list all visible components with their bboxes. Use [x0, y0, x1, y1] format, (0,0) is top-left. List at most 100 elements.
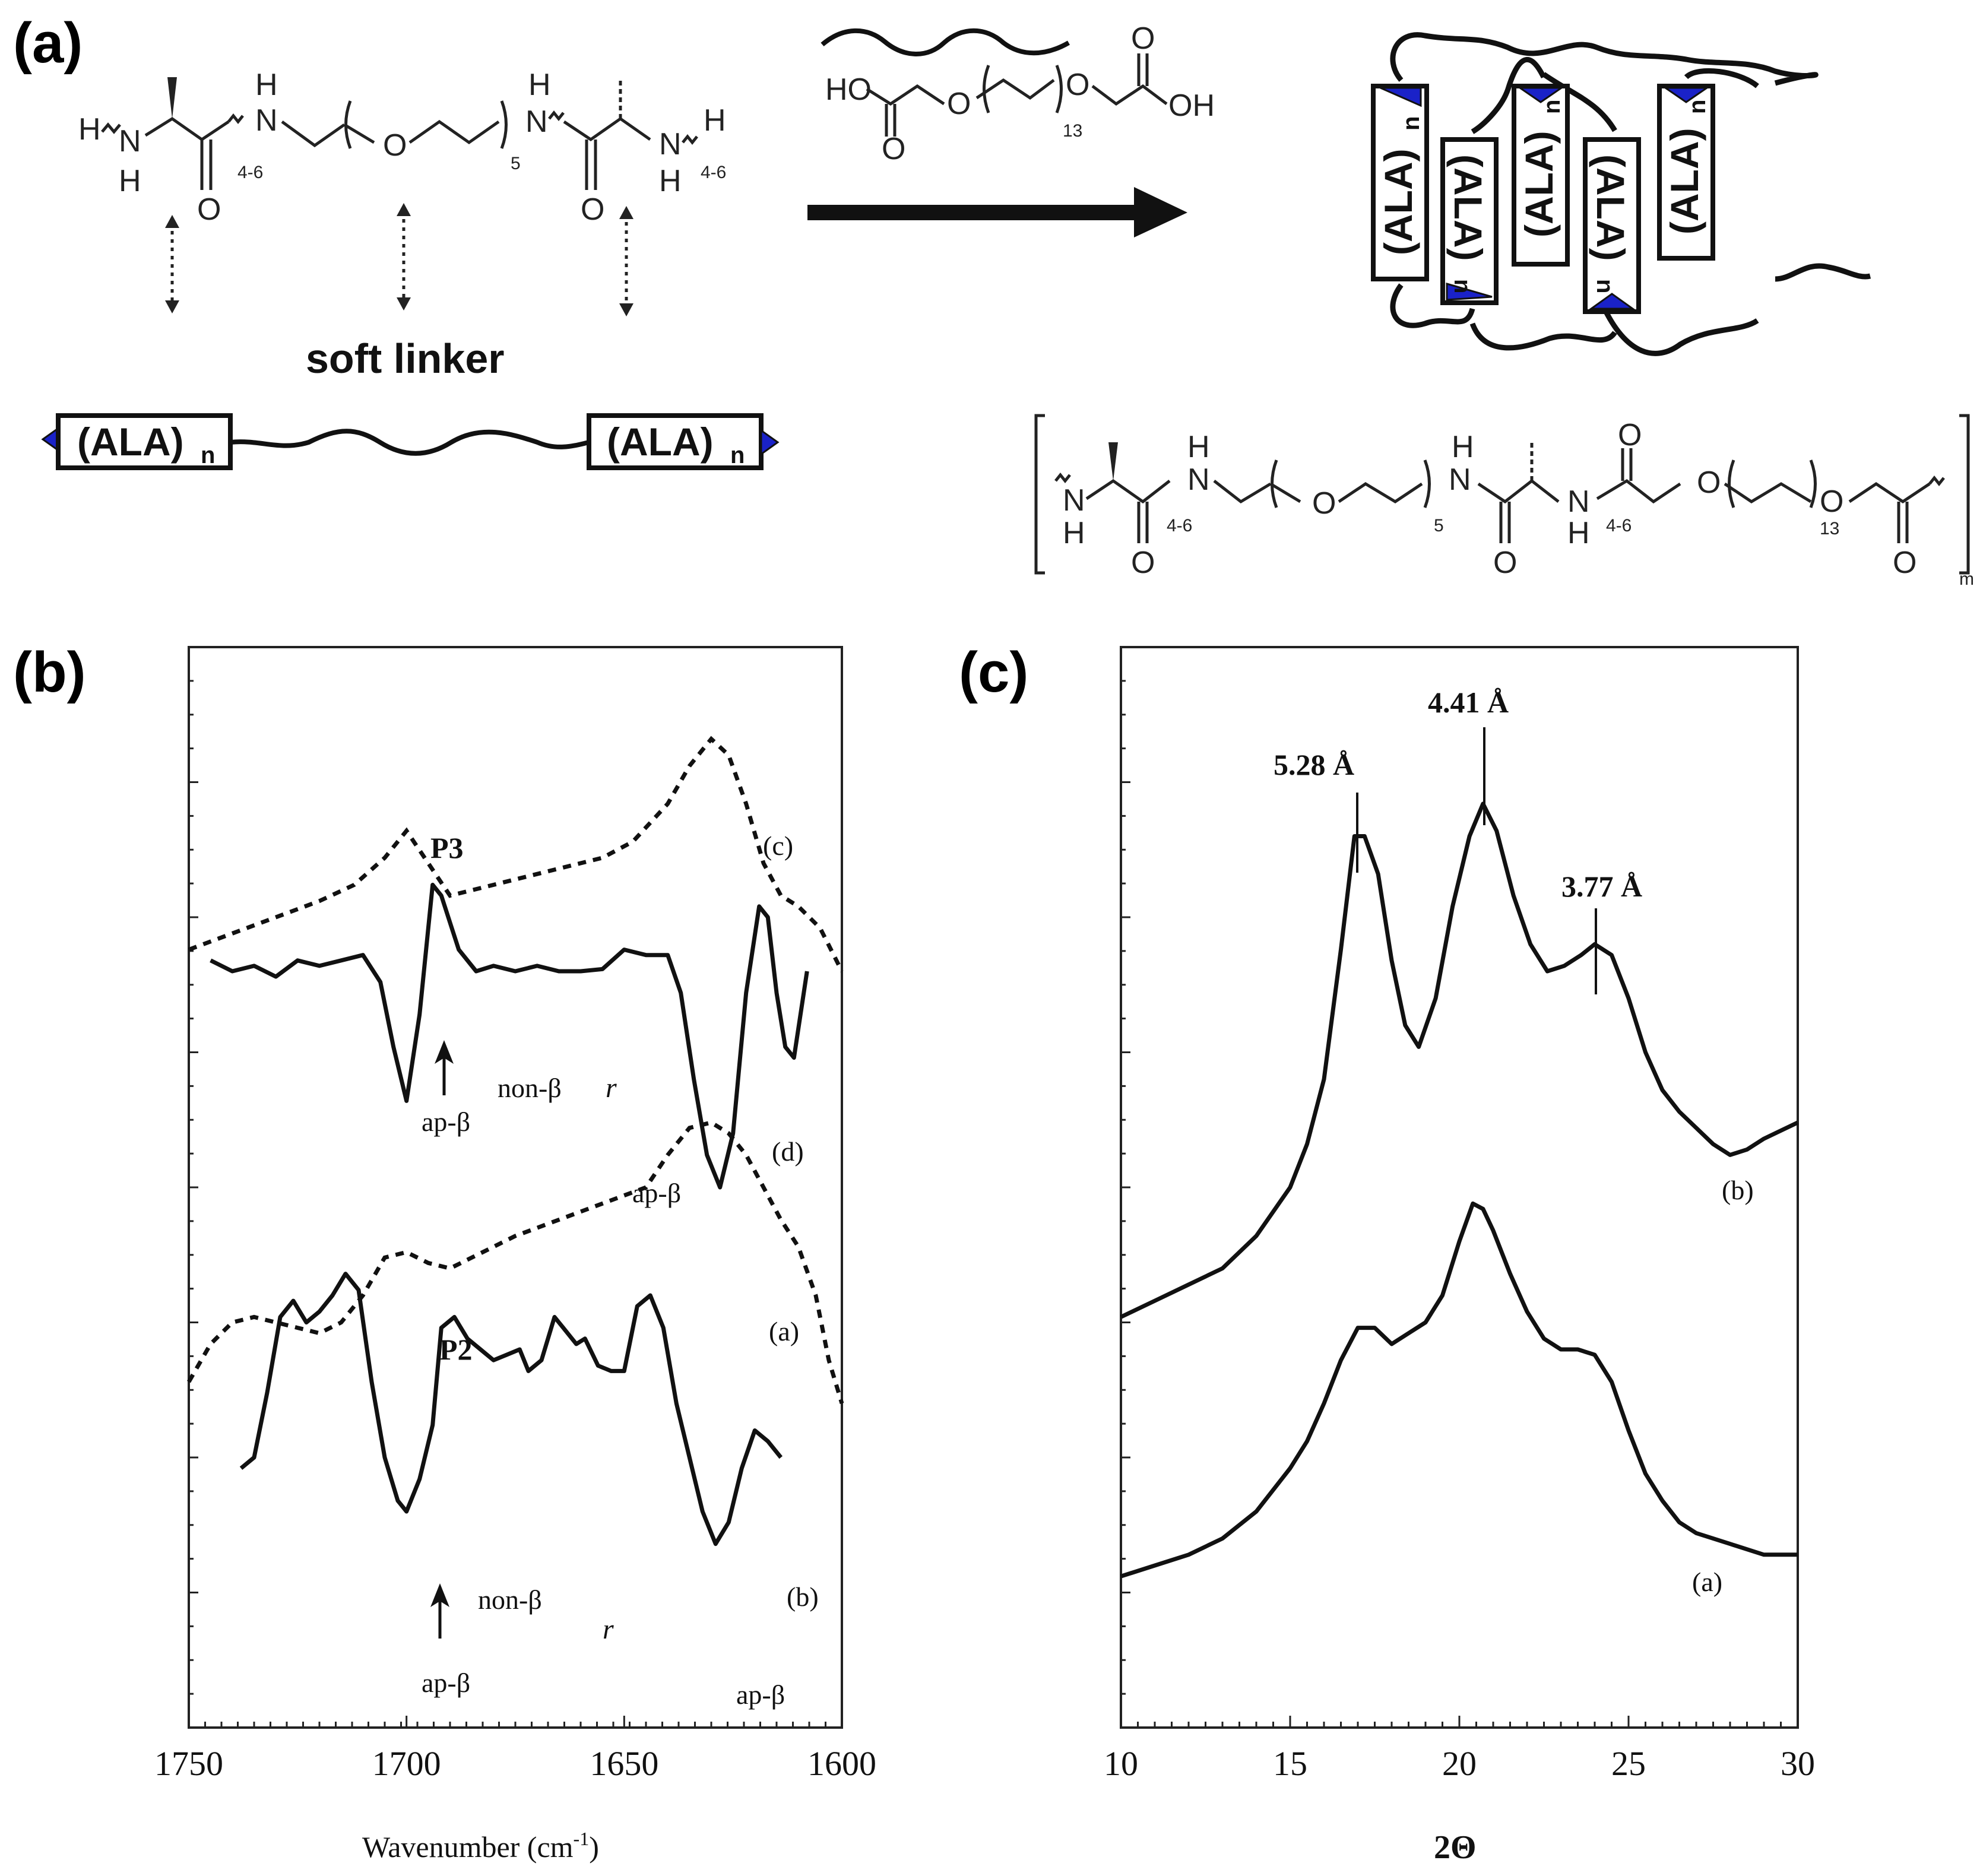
fold-ala-3: (ALA) [1517, 131, 1561, 237]
xrd-series [1120, 801, 1799, 1579]
fold-ala-3-sub: n [1539, 100, 1565, 114]
panel-a-label: (a) [13, 11, 83, 75]
ftir-x-ticks: 1750 1700 1650 1600 [154, 646, 876, 1783]
ann-r-2: r [603, 1614, 614, 1645]
xrd-x-tick-label: 25 [1611, 1744, 1646, 1783]
rp-sub-4-6-b: 4-6 [1606, 516, 1632, 535]
rp-o5: O [1697, 465, 1721, 500]
rp-h4: H [1567, 516, 1590, 550]
peak-label-377: 3.77 Å [1561, 870, 1642, 903]
xrd-x-ticks: 10 15 20 25 30 [1104, 646, 1815, 1783]
xrd-x-tick-label: 30 [1781, 1744, 1815, 1783]
ala-right-label: (ALA) [607, 420, 714, 464]
sample-label-p2: P2 [439, 1333, 473, 1366]
xrd-x-tick-label: 15 [1273, 1744, 1307, 1783]
chem-n-3: N [525, 104, 548, 139]
curve-label-c: (c) [763, 831, 793, 861]
fold-ala-4-sub: n [1592, 279, 1618, 293]
chem-h-right-2: H [659, 164, 682, 198]
folded-polymer-schematic: (ALA) n (ALA) n (ALA) n (ALA) n (ALA) n [1371, 32, 1871, 356]
panel-c-label: (c) [959, 641, 1028, 704]
monomer-structure: H N H O 4-6 H N O 5 H N O N H H 4-6 [78, 68, 726, 227]
chem-n-left: N [119, 124, 141, 159]
rp-h1: H [1063, 516, 1085, 550]
xrd-series-b [1120, 801, 1799, 1319]
ala-linker-schematic: (ALA) n (ALA) n [41, 413, 780, 470]
chem-n-2: N [255, 103, 278, 138]
ftir-x-axis-label: Wavenumber (cm-1) [362, 1828, 599, 1864]
xrd-frame [1120, 646, 1799, 1729]
ann-non-beta-1: non-β [498, 1073, 562, 1103]
chem-o-r3: O [1066, 68, 1089, 102]
xrd-x-tick-label: 10 [1104, 1744, 1138, 1783]
ann-ap-beta-1: ap-β [422, 1107, 470, 1137]
fold-ala-5-sub: n [1684, 100, 1710, 114]
rp-n1: N [1063, 483, 1085, 518]
chem-ho: HO [825, 72, 872, 107]
rp-sub-5: 5 [1434, 516, 1444, 535]
chem-o-2: O [383, 128, 407, 163]
fold-ala-2: (ALA) [1446, 154, 1490, 261]
ala-left-label: (ALA) [77, 420, 184, 464]
chem-sub-5-a: 5 [511, 154, 521, 173]
fold-ala-1: (ALA) [1376, 148, 1420, 255]
reaction-arrow [807, 187, 1187, 237]
chem-o-r2: O [947, 87, 971, 121]
chem-sub-4-6-b: 4-6 [701, 163, 726, 182]
sample-label-p3: P3 [430, 831, 464, 864]
panel-b-label: (b) [13, 641, 86, 704]
rp-o1: O [1131, 546, 1155, 580]
ftir-series-d [210, 882, 809, 1190]
polymer-repeat-structure: N H O 4-6 H N O 5 H N O N H 4-6 O O O 13… [1034, 414, 1974, 589]
ann-r-1: r [606, 1072, 617, 1104]
linker-arrows [165, 203, 633, 316]
ftir-x-tick-label: 1700 [372, 1744, 441, 1783]
ftir-x-tick-label: 1750 [154, 1744, 223, 1783]
xrd-series-a [1120, 1201, 1798, 1579]
xrd-curve-label-b: (b) [1722, 1175, 1754, 1205]
ftir-x-tick-label: 1600 [807, 1744, 876, 1783]
chem-h-right: H [704, 103, 726, 138]
rp-o3: O [1493, 546, 1517, 580]
chem-h-left-2: H [119, 164, 141, 198]
ala-right-sub: n [730, 442, 745, 468]
reagent-structure: HO O O O 13 O OH [821, 21, 1215, 166]
chem-h-left: H [78, 112, 101, 147]
ala-block-left [56, 413, 233, 470]
ann-ap-beta-3: ap-β [422, 1668, 470, 1698]
fold-ala-2-sub: n [1449, 279, 1475, 293]
curve-label-b: (b) [787, 1582, 819, 1612]
ftir-frame [188, 646, 843, 1729]
chem-o-3: O [581, 192, 604, 227]
fold-ala-1-sub: n [1398, 116, 1424, 131]
chem-o-r4: O [1131, 21, 1155, 56]
chem-oh: OH [1168, 88, 1215, 123]
rp-n2: N [1187, 462, 1210, 497]
fold-ala-4: (ALA) [1589, 154, 1633, 261]
rp-sub-m: m [1959, 569, 1974, 589]
rp-sub-13: 13 [1820, 519, 1839, 538]
curve-label-a: (a) [769, 1316, 799, 1346]
rp-h2: H [1187, 430, 1210, 464]
fold-ala-5: (ALA) [1662, 128, 1706, 235]
chem-sub-13-r: 13 [1063, 121, 1082, 141]
ftir-series-c [188, 736, 844, 972]
soft-linker-label: soft linker [306, 335, 505, 382]
chem-h-2: H [255, 68, 278, 102]
rp-h3: H [1452, 430, 1474, 464]
ftir-series-b [239, 1272, 783, 1547]
rp-n3: N [1449, 462, 1471, 497]
xrd-curve-label-a: (a) [1692, 1567, 1722, 1597]
ala-block-right [587, 413, 764, 470]
rp-o2: O [1312, 486, 1336, 521]
rp-sub-4-6-a: 4-6 [1167, 516, 1192, 535]
rp-o4: O [1618, 418, 1642, 452]
xrd-x-tick-label: 20 [1442, 1744, 1477, 1783]
chem-n-right: N [659, 127, 682, 161]
chem-sub-4-6-a: 4-6 [237, 163, 263, 182]
ann-ap-beta-4: ap-β [736, 1679, 785, 1710]
ftir-x-tick-label: 1650 [590, 1744, 658, 1783]
